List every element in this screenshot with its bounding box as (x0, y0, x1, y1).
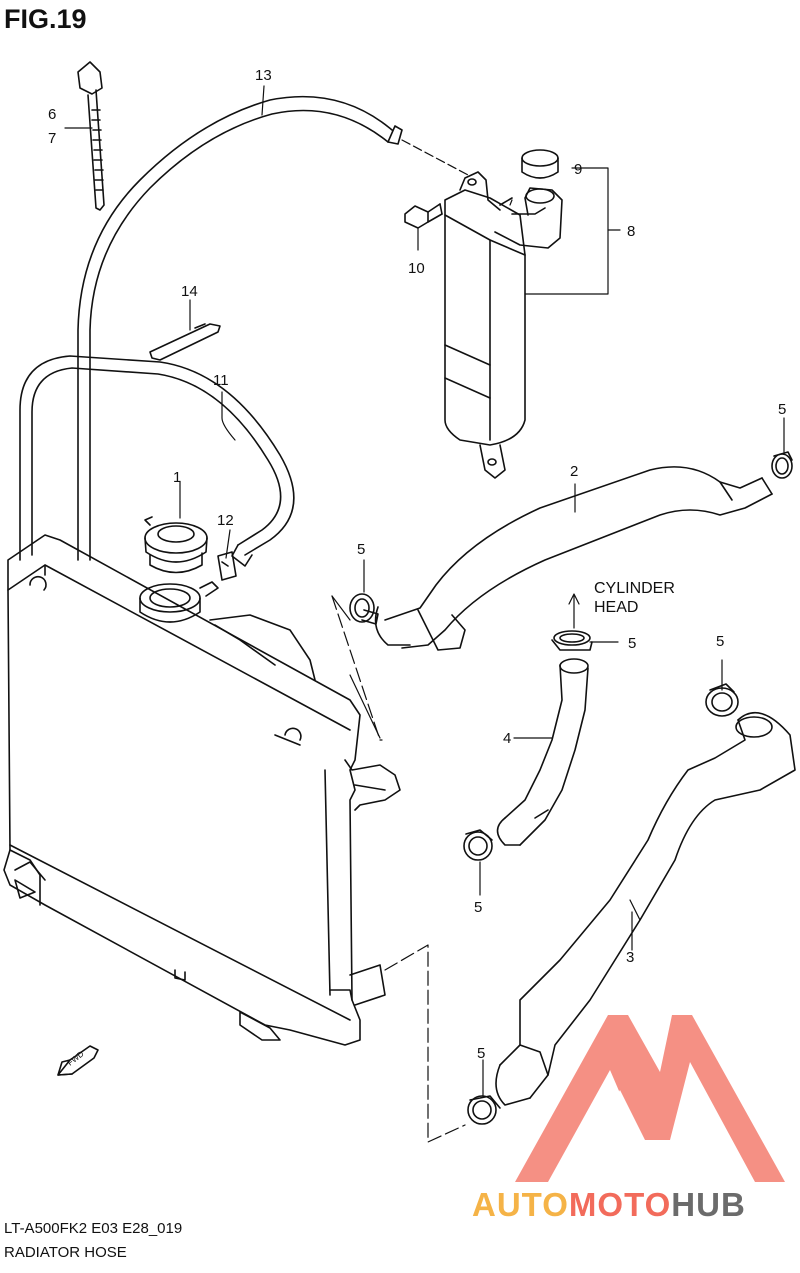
callout-5d: 5 (716, 633, 724, 650)
watermark-auto: AUTO (472, 1186, 569, 1223)
callout-4: 4 (503, 730, 511, 747)
fwd-arrow (57, 1045, 99, 1076)
watermark-logo (515, 1015, 785, 1182)
clamp-12 (217, 551, 237, 581)
clamps-5 (349, 451, 793, 1125)
hose-11 (19, 355, 295, 567)
hose-13 (77, 95, 403, 561)
figure-title: FIG.19 (4, 4, 87, 34)
bolt-10 (404, 203, 443, 229)
callout-5e: 5 (474, 899, 482, 916)
watermark-moto: MOTO (568, 1186, 672, 1223)
clamp-5-cylinder (551, 630, 593, 651)
reservoir-cap-9 (521, 149, 559, 179)
callout-12: 12 (217, 512, 234, 529)
callout-10: 10 (408, 260, 425, 277)
callout-1: 1 (173, 469, 181, 486)
callout-5b: 5 (357, 541, 365, 558)
hose-2 (374, 466, 773, 651)
cable-tie (77, 61, 105, 211)
diagram-caption: RADIATOR HOSE (4, 1244, 127, 1261)
callout-9: 9 (574, 161, 582, 178)
clamp-5-upper-right (771, 451, 793, 479)
model-code: LT-A500FK2 E03 E28_019 (4, 1220, 183, 1237)
callout-5f: 5 (477, 1045, 485, 1062)
radiator (3, 534, 401, 1046)
callout-3: 3 (626, 949, 634, 966)
watermark-text: AUTOMOTOHUB (472, 1186, 746, 1224)
watermark-hub: HUB (671, 1186, 746, 1223)
band-14 (149, 323, 221, 361)
callout-14: 14 (181, 283, 198, 300)
cylinder-head-line1: CYLINDER (594, 580, 675, 597)
hose-3 (495, 711, 796, 1106)
clamp-5-hose4-bottom (463, 829, 493, 861)
callout-13: 13 (255, 67, 272, 84)
callout-2: 2 (570, 463, 578, 480)
leader-lines (64, 85, 785, 1143)
callouts: 1 2 3 4 5 5 5 5 5 5 6 7 8 9 10 11 12 13 … (48, 67, 786, 1068)
clamp-5-hose2-left (349, 593, 379, 625)
cylinder-head-line2: HEAD (594, 599, 638, 616)
callout-8: 8 (627, 223, 635, 240)
hose-4 (496, 658, 589, 846)
callout-6: 6 (48, 106, 56, 123)
radiator-cap (144, 516, 208, 574)
callout-5a: 5 (778, 401, 786, 418)
callout-11: 11 (213, 372, 229, 389)
clamp-5-hose3-bottom (467, 1095, 501, 1125)
callout-7: 7 (48, 130, 56, 147)
reservoir-tank (444, 171, 563, 479)
callout-5c: 5 (628, 635, 636, 652)
